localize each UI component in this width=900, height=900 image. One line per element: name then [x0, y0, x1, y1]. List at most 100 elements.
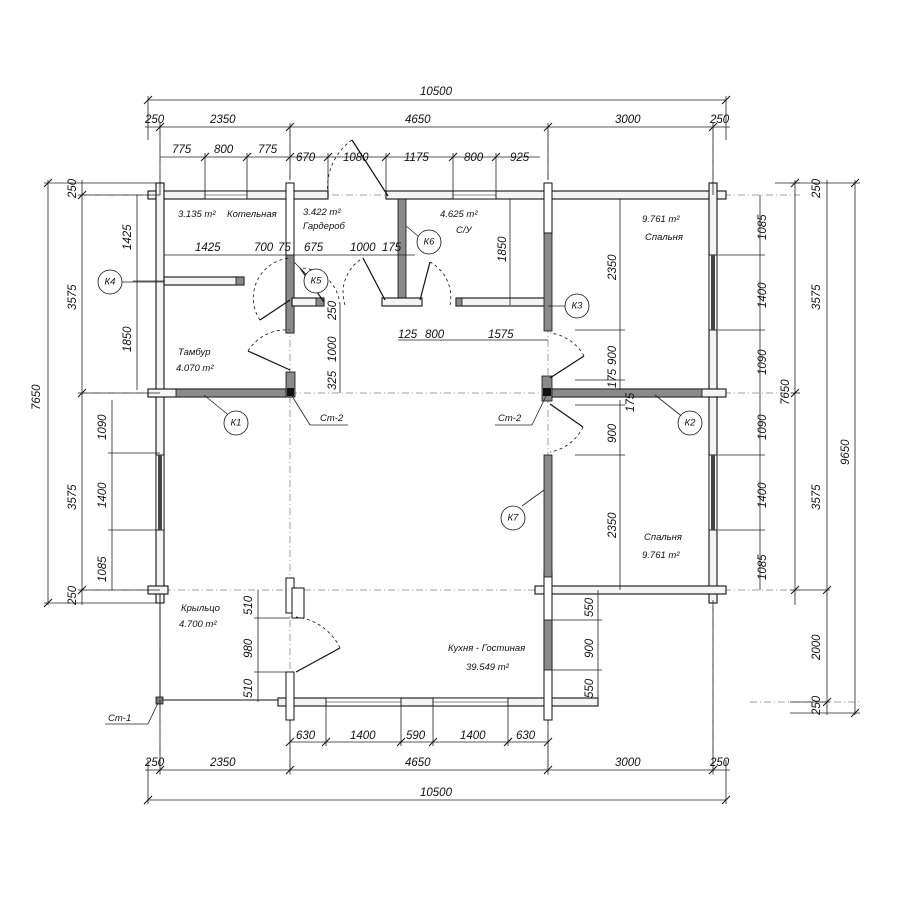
- room-area: 9.761 m²: [642, 550, 680, 561]
- dim-total-height-left: 7650: [31, 384, 43, 410]
- dim-right-col-top: 2350: [607, 254, 619, 281]
- marker-label: К5: [311, 276, 323, 287]
- dim-right-inner: 1085: [757, 214, 769, 240]
- dim-right-seg: 250: [811, 178, 823, 199]
- dim-porch-left: 980: [243, 638, 255, 658]
- dim-total-width-bottom: 10500: [420, 787, 453, 799]
- callout-st1: Ст-1: [108, 713, 131, 724]
- dim-left-inner: 1850: [122, 326, 134, 352]
- dim-mid-row: 800: [425, 329, 445, 341]
- dim-inner-row: 1425: [195, 242, 221, 254]
- exterior-walls: [147, 182, 727, 721]
- room-name: С/У: [456, 225, 473, 236]
- dim-right-col-bot: 2350: [607, 512, 619, 539]
- room-area: 4.700 m²: [179, 619, 217, 630]
- dim-kitchen-right: 550: [584, 678, 596, 698]
- interior-walls: [163, 198, 703, 671]
- dim-left-inner: 1085: [97, 556, 109, 582]
- dim-left-seg: 250: [67, 585, 79, 606]
- dim-bottom-win: 590: [406, 730, 426, 742]
- dim-right-seg: 250: [811, 695, 823, 716]
- dim-mid-row: 1575: [488, 329, 514, 341]
- dim-top-win: 670: [296, 152, 316, 164]
- dim-right-seg: 2000: [811, 634, 823, 661]
- dimension-lines: [43, 95, 860, 805]
- room-name: Тамбур: [178, 347, 211, 358]
- marker-circle: [303, 268, 329, 294]
- dim-top-seg: 4650: [405, 114, 431, 126]
- dim-kitchen-right: 550: [584, 597, 596, 617]
- dim-top-win: 775: [172, 144, 192, 156]
- dim-right-inner: 1400: [757, 482, 769, 508]
- marker-label: К7: [508, 513, 520, 524]
- doors: [247, 139, 585, 673]
- callout-st2-right: Ст-2: [498, 413, 522, 424]
- dim-right-col-bot: 175: [625, 392, 637, 412]
- dim-right-inner: 1090: [757, 349, 769, 375]
- dim-bottom-seg: 250: [709, 757, 730, 769]
- dim-top-win: 1175: [404, 152, 429, 164]
- callouts: Ст-1 Ст-2 Ст-2: [105, 395, 547, 725]
- room-area: 4.625 m²: [440, 209, 478, 220]
- section-markers: К1 К2 К3 К4 К5 К6 К7: [97, 225, 703, 531]
- dim-total-height-right-b: 9650: [840, 439, 852, 465]
- dim-top-win: 1080: [343, 152, 369, 164]
- marker-circle: [223, 410, 249, 436]
- room-area: 9.761 m²: [642, 214, 680, 225]
- dim-mid-row: 125: [398, 329, 418, 341]
- dim-cu-height: 1850: [497, 236, 509, 262]
- dim-left-inner: 1090: [97, 414, 109, 440]
- dim-left-inner: 1400: [97, 482, 109, 508]
- dim-inner-row: 675: [304, 242, 324, 254]
- dim-inner-row: 175: [382, 242, 402, 254]
- dim-right-inner: 1085: [757, 554, 769, 580]
- marker-label: К4: [105, 277, 116, 288]
- dim-right-seg: 3575: [811, 284, 823, 310]
- marker-circle: [677, 410, 703, 436]
- room-name: Спальня: [644, 532, 682, 543]
- dim-inner-row: 700: [254, 242, 274, 254]
- marker-circle: [416, 229, 442, 255]
- dim-inner-row: 75: [278, 242, 291, 254]
- marker-label: К3: [572, 301, 584, 312]
- room-name: Кухня - Гостиная: [448, 643, 525, 654]
- dim-top-win: 775: [258, 144, 278, 156]
- dim-right-col-top: 175: [607, 368, 619, 388]
- marker-circle: [500, 505, 526, 531]
- dim-bottom-win: 1400: [460, 730, 486, 742]
- dim-left-inner: 1425: [122, 224, 134, 250]
- dim-top-seg: 250: [709, 114, 730, 126]
- room-area: 4.070 m²: [176, 363, 214, 374]
- dim-total-height-right-a: 7650: [780, 379, 792, 405]
- room-labels: 3.135 m² Котельная 3.422 m² Гардероб 4.6…: [176, 207, 683, 673]
- windows: [155, 190, 718, 707]
- dim-right-inner: 1090: [757, 414, 769, 440]
- dim-bottom-win: 630: [296, 730, 316, 742]
- dim-bottom-seg: 4650: [405, 757, 431, 769]
- marker-label: К6: [424, 237, 436, 248]
- marker-circle: [97, 269, 123, 295]
- dim-inner-row: 1000: [350, 242, 376, 254]
- dim-right-col-top: 900: [607, 345, 619, 365]
- dim-top-win: 925: [510, 152, 530, 164]
- dim-top-win: 800: [214, 144, 234, 156]
- dim-tambur-col: 1000: [327, 336, 339, 362]
- dim-bottom-seg: 3000: [615, 757, 641, 769]
- dim-bottom-win: 1400: [350, 730, 376, 742]
- dim-tambur-col: 325: [327, 370, 339, 390]
- dim-left-seg: 3575: [67, 484, 79, 510]
- room-name: Котельная: [227, 209, 277, 220]
- dim-bottom-win: 630: [516, 730, 536, 742]
- dim-porch-left: 510: [243, 678, 255, 698]
- marker-label: К1: [231, 418, 242, 429]
- room-area: 3.135 m²: [178, 209, 216, 220]
- dim-bottom-seg: 2350: [209, 757, 236, 769]
- dimension-labels: 10500 250 2350 4650 3000 250 775 800 775…: [31, 86, 852, 799]
- dim-porch-left: 510: [243, 595, 255, 615]
- dim-left-seg: 250: [67, 178, 79, 199]
- room-area: 39.549 m²: [466, 662, 510, 673]
- dim-top-win: 800: [464, 152, 484, 164]
- dim-top-seg: 250: [144, 114, 165, 126]
- room-area: 3.422 m²: [303, 207, 341, 218]
